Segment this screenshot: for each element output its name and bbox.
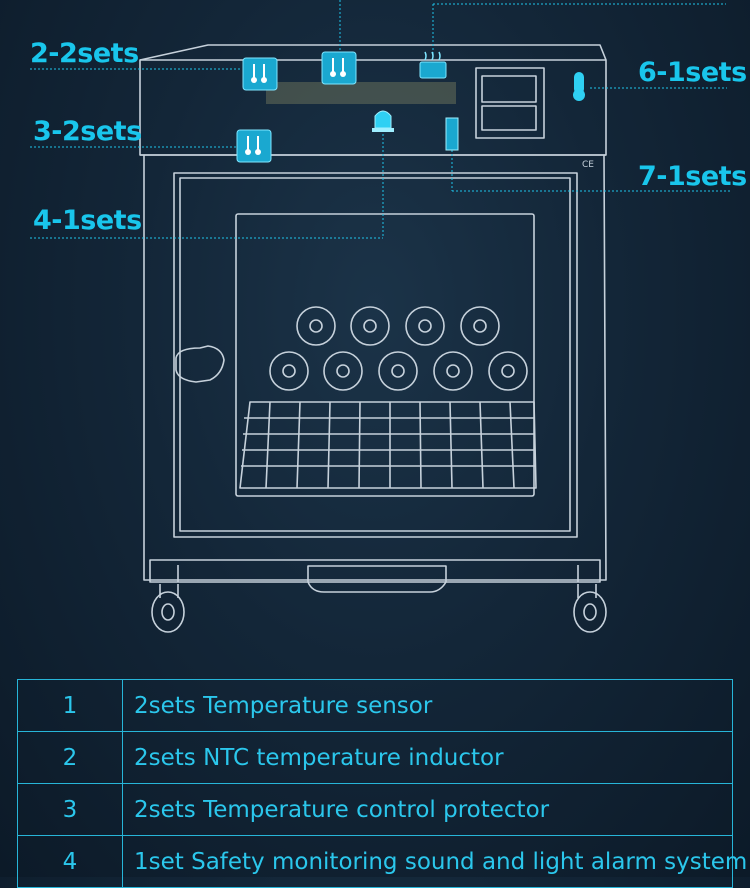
temperature-sensor-icon (242, 57, 278, 91)
row-description: 2sets NTC temperature inductor (122, 731, 733, 784)
probe-icon (445, 117, 459, 151)
wire-shelf (239, 401, 537, 489)
caster-right (573, 584, 607, 633)
thermometer-icon (573, 72, 585, 101)
cabinet-body-outline (143, 154, 607, 581)
callout-7-label: 7-1sets (638, 161, 747, 192)
callout-4-label: 4-1sets (33, 205, 142, 236)
cabinet-base (149, 559, 601, 583)
spec-table: 1 2sets Temperature sensor 2 2sets NTC t… (17, 679, 747, 888)
callout-6-label: 6-1sets (638, 57, 747, 88)
fan-row-upper (296, 306, 500, 346)
row-description: 1set Safety monitoring sound and light a… (122, 835, 747, 888)
fan-row-lower (269, 351, 528, 391)
row-number: 3 (17, 783, 123, 836)
display-strip (266, 82, 456, 104)
table-row: 3 2sets Temperature control protector (17, 783, 733, 836)
row-description: 2sets Temperature sensor (122, 679, 733, 732)
table-row: 2 2sets NTC temperature inductor (17, 731, 733, 784)
callout-3-label: 3-2sets (33, 116, 142, 147)
row-number: 4 (17, 835, 123, 888)
machine-diagram: CE (30, 0, 732, 633)
callout-2-label: 2-2sets (30, 38, 139, 69)
control-panel (475, 67, 545, 139)
table-row: 4 1set Safety monitoring sound and light… (17, 835, 747, 888)
ce-mark: CE (582, 160, 594, 170)
row-description: 2sets Temperature control protector (122, 783, 733, 836)
row-number: 2 (17, 731, 123, 784)
temperature-protector-icon (236, 129, 272, 163)
door-window (235, 213, 535, 497)
door-handle (175, 345, 225, 383)
table-row: 1 2sets Temperature sensor (17, 679, 733, 732)
alarm-light-icon (372, 110, 394, 132)
caster-left (151, 584, 185, 633)
row-number: 1 (17, 679, 123, 732)
base-drawer-handle (307, 565, 447, 593)
temperature-sensor-icon-2 (321, 51, 357, 85)
heater-icon (419, 51, 447, 79)
